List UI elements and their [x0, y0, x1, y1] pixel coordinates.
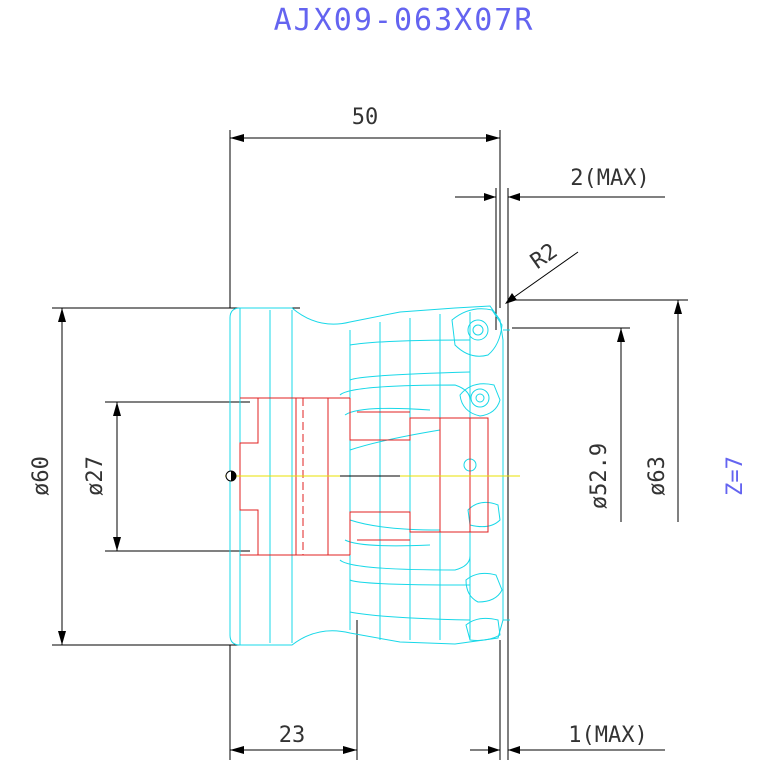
- diameter-63-label: ø63: [645, 456, 670, 496]
- diameter-27-label: ø27: [83, 456, 108, 496]
- diameter-52-9-label: ø52.9: [587, 443, 612, 509]
- max-bottom-label: 1(MAX): [568, 723, 647, 748]
- drawing-title: AJX09-063X07R: [274, 3, 535, 38]
- radius-label: R2: [526, 239, 562, 275]
- teeth-count-label: Z=7: [723, 456, 748, 496]
- internal-bore: [239, 397, 489, 556]
- max-top-label: 2(MAX): [570, 166, 649, 191]
- length-dimension-label: 50: [352, 105, 379, 130]
- diameter-60-label: ø60: [29, 456, 54, 496]
- bottom-length-label: 23: [279, 723, 306, 748]
